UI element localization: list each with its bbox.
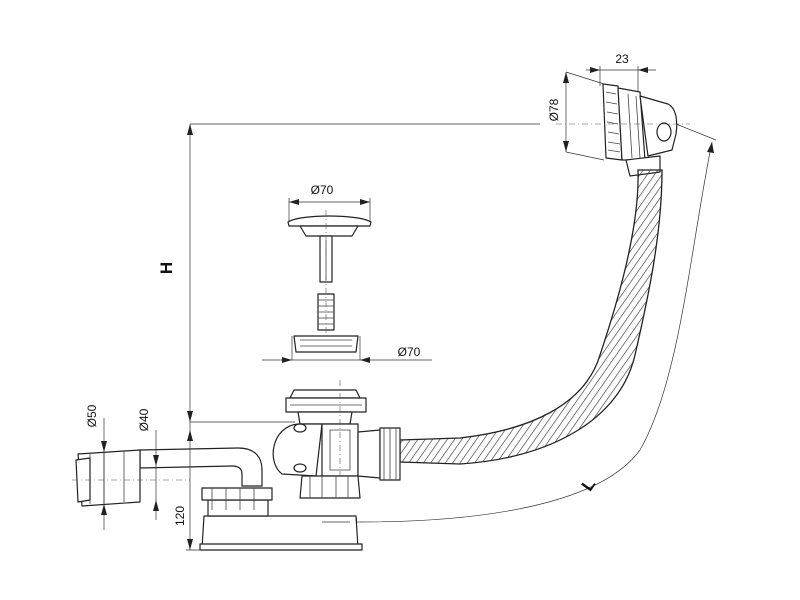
seal-ring: Ø70 — [262, 335, 432, 363]
outlet-pipe: Ø50 Ø40 — [72, 404, 263, 530]
outlet-inner-diameter-label: Ø40 — [137, 408, 151, 431]
drain-body — [199, 380, 401, 551]
siphon-height-label: 120 — [173, 506, 187, 526]
plug-diameter-label: Ø70 — [311, 183, 334, 197]
outlet-outer-diameter-label: Ø50 — [85, 404, 99, 427]
height-dimension: H — [157, 123, 540, 423]
seal-diameter-label: Ø70 — [398, 345, 421, 359]
overflow-head: Ø78 23 — [547, 52, 690, 177]
siphon-height-dimension: 120 — [173, 422, 204, 551]
overflow-diameter-label: Ø78 — [547, 98, 561, 121]
flexible-hose — [399, 169, 663, 465]
overflow-width-label: 23 — [615, 52, 629, 66]
height-label: H — [157, 262, 176, 274]
plug-assembly: Ø70 — [287, 183, 372, 336]
